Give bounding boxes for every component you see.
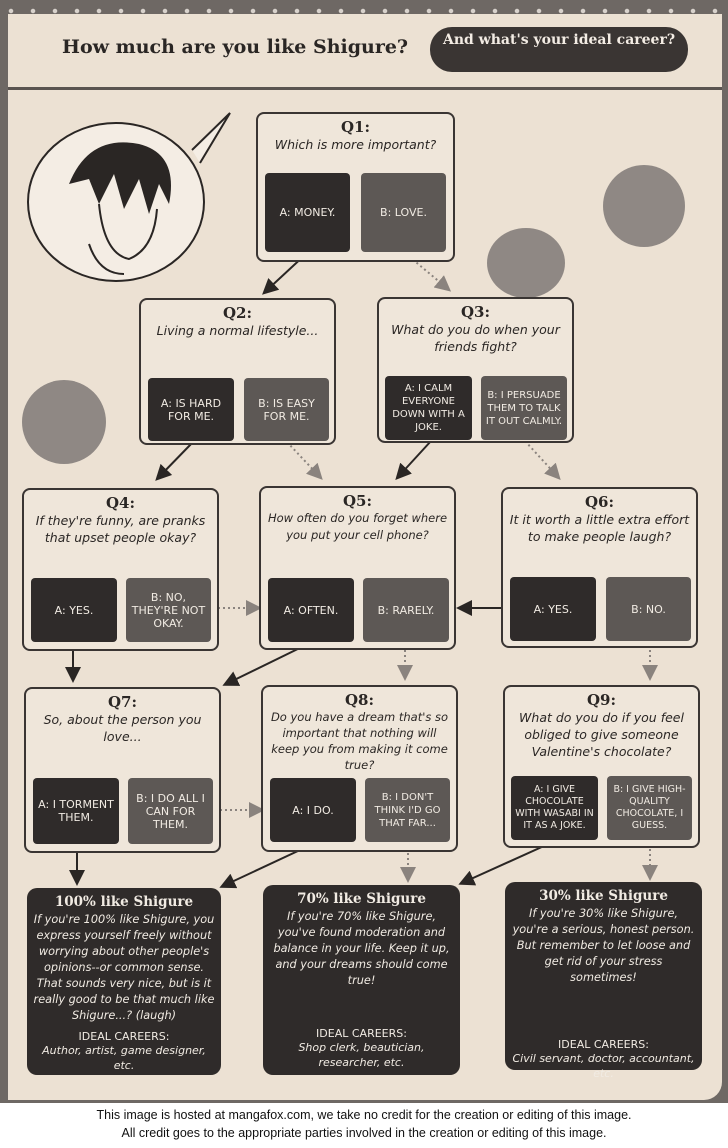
question-number: Q2: (222, 304, 253, 322)
footer-line-2: All credit goes to the appropriate parti… (121, 1126, 607, 1140)
answer-b[interactable]: B: I GIVE HIGH-QUALITY CHOCOLATE, I GUES… (607, 776, 692, 840)
question-number: Q6: (584, 493, 615, 511)
careers-label: IDEAL CAREERS: (78, 1030, 170, 1043)
careers-list: Author, artist, game designer, etc. (42, 1044, 206, 1072)
result-70: 70% like Shigure If you're 70% like Shig… (263, 885, 460, 1075)
question-number: Q9: (586, 691, 617, 709)
answer-b[interactable]: B: I DON'T THINK I'D GO THAT FAR... (365, 778, 450, 842)
result-title: 70% like Shigure (297, 891, 426, 907)
question-number: Q7: (107, 693, 138, 711)
question-text: How often do you forget where you put yo… (267, 511, 448, 542)
answer-a[interactable]: A: I CALM EVERYONE DOWN WITH A JOKE. (385, 376, 472, 440)
answer-b[interactable]: B: LOVE. (361, 173, 446, 252)
question-text: Do you have a dream that's so important … (270, 710, 449, 772)
result-body: If you're 70% like Shigure, you've found… (273, 910, 450, 987)
page-title: How much are you like Shigure? (62, 36, 409, 58)
question-number: Q8: (344, 691, 375, 709)
answer-b[interactable]: B: I PERSUADE THEM TO TALK IT OUT CALMLY… (481, 376, 567, 440)
question-number: Q3: (460, 303, 491, 321)
question-text: Which is more important? (274, 137, 437, 152)
footer-line-1: This image is hosted at mangafox.com, we… (96, 1108, 632, 1122)
answer-a[interactable]: A: I TORMENT THEM. (33, 778, 119, 844)
shigure-portrait (27, 122, 205, 282)
result-100: 100% like Shigure If you're 100% like Sh… (27, 888, 221, 1075)
hosting-notice: This image is hosted at mangafox.com, we… (0, 1106, 728, 1142)
answer-b[interactable]: B: RARELY. (363, 578, 449, 642)
question-text: What do you do when your friends fight? (391, 322, 560, 354)
answer-a[interactable]: A: I GIVE CHOCOLATE WITH WASABI IN IT AS… (511, 776, 598, 840)
flower-decoration (22, 380, 106, 464)
answer-b[interactable]: B: IS EASY FOR ME. (244, 378, 329, 441)
question-text: What do you do if you feel obliged to gi… (519, 710, 684, 759)
question-2: Q2:Living a normal lifestyle... (139, 298, 336, 445)
subtitle-pill: And what's your ideal career? (430, 27, 688, 72)
question-text: If they're funny, are pranks that upset … (35, 513, 206, 545)
result-title: 100% like Shigure (54, 894, 194, 910)
divider (8, 87, 722, 90)
careers-label: IDEAL CAREERS: (558, 1038, 649, 1051)
answer-a[interactable]: A: YES. (31, 578, 117, 642)
flower-decoration (487, 228, 565, 298)
careers-label: IDEAL CAREERS: (316, 1027, 407, 1040)
answer-a[interactable]: A: OFTEN. (268, 578, 354, 642)
question-number: Q5: (342, 492, 373, 510)
answer-a[interactable]: A: YES. (510, 577, 596, 641)
question-text: Living a normal lifestyle... (156, 323, 319, 338)
result-body: If you're 30% like Shigure, you're a ser… (512, 907, 695, 984)
careers-list: Shop clerk, beautician, researcher, etc. (298, 1041, 425, 1069)
question-number: Q1: (340, 118, 371, 136)
answer-a[interactable]: A: IS HARD FOR ME. (148, 378, 234, 441)
answer-a[interactable]: A: I DO. (270, 778, 356, 842)
flower-decoration (603, 165, 685, 247)
result-body: If you're 100% like Shigure, you express… (33, 913, 215, 1022)
question-text: It it worth a little extra effort to mak… (509, 512, 690, 544)
careers-list: Civil servant, doctor, accountant, etc. (512, 1052, 695, 1080)
answer-a[interactable]: A: MONEY. (265, 173, 350, 252)
question-number: Q4: (105, 494, 136, 512)
answer-b[interactable]: B: NO, THEY'RE NOT OKAY. (126, 578, 211, 642)
result-title: 30% like Shigure (539, 888, 668, 904)
speech-tail (191, 112, 231, 164)
answer-b[interactable]: B: I DO ALL I CAN FOR THEM. (128, 778, 213, 844)
question-text: So, about the person you love... (43, 712, 202, 744)
result-30: 30% like Shigure If you're 30% like Shig… (505, 882, 702, 1080)
answer-b[interactable]: B: NO. (606, 577, 691, 641)
